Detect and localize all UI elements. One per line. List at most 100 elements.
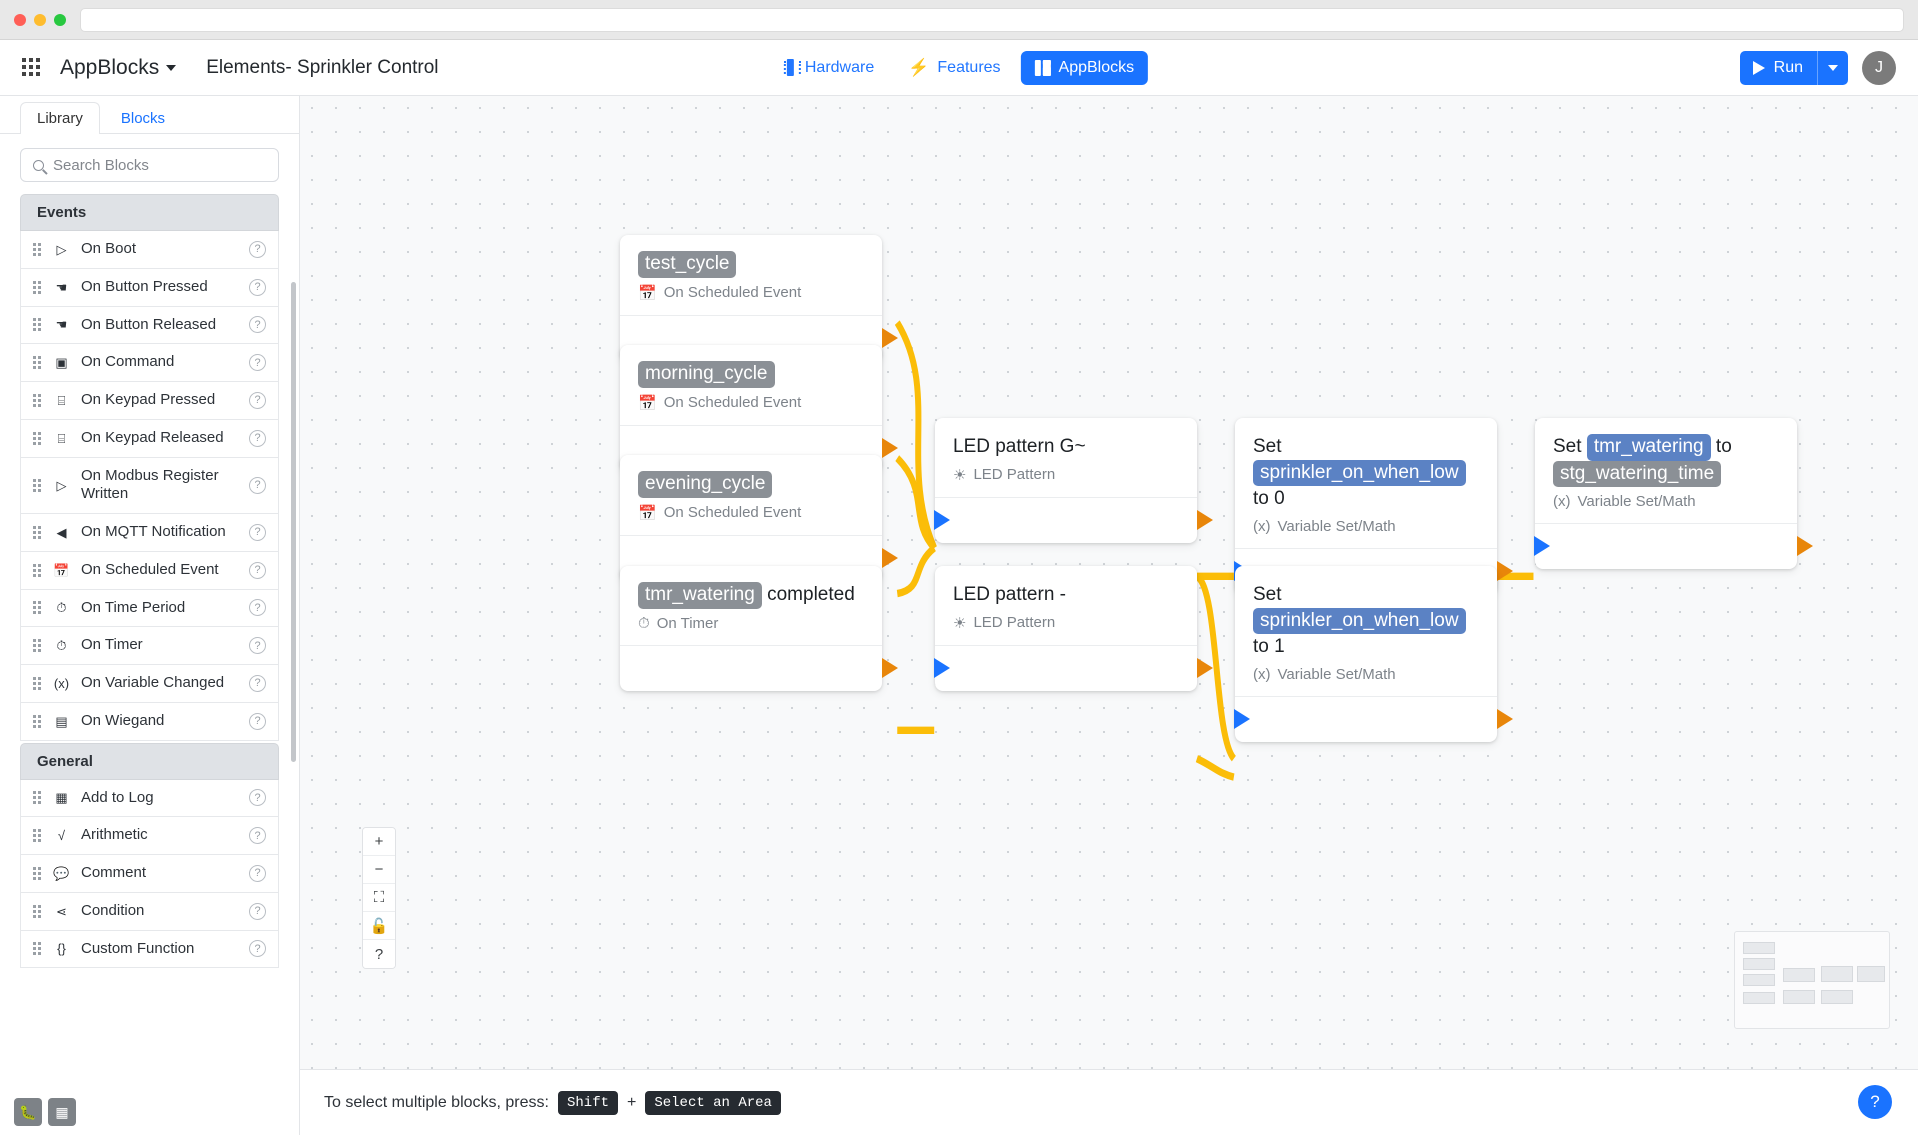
drag-handle-icon[interactable] [33, 318, 42, 332]
tab-hardware[interactable]: Hardware [770, 51, 888, 85]
library-block-on-button-released[interactable]: ☚On Button Released? [20, 306, 279, 345]
node-output-port[interactable] [882, 437, 898, 458]
library-block-on-mqtt-notification[interactable]: ◀On MQTT Notification? [20, 514, 279, 552]
drag-handle-icon[interactable] [33, 829, 42, 843]
canvas-node-n4[interactable]: tmr_watering completed⏱On Timer [620, 566, 898, 691]
library-block-comment[interactable]: 💬Comment? [20, 855, 279, 893]
library-block-on-scheduled-event[interactable]: 📅On Scheduled Event? [20, 551, 279, 590]
help-icon[interactable]: ? [249, 316, 266, 334]
zoom-out-button[interactable]: − [363, 856, 395, 884]
help-icon[interactable]: ? [249, 391, 266, 409]
library-block-add-to-log[interactable]: ▦Add to Log? [20, 779, 279, 818]
search-input[interactable] [53, 156, 266, 174]
drag-handle-icon[interactable] [33, 393, 42, 407]
canvas-node-n2[interactable]: morning_cycle📅On Scheduled Event [620, 345, 898, 471]
node-output-port[interactable] [1197, 657, 1213, 678]
drag-handle-icon[interactable] [33, 791, 42, 805]
minimize-window-button[interactable] [34, 13, 46, 26]
minimap[interactable] [1734, 931, 1890, 1029]
fit-screen-button[interactable]: ⛶ [363, 884, 395, 912]
library-block-on-wiegand[interactable]: ▤On Wiegand? [20, 702, 279, 741]
node-variable-chip-2[interactable]: stg_watering_time [1553, 460, 1722, 488]
drag-handle-icon[interactable] [33, 904, 42, 918]
help-icon[interactable]: ? [249, 429, 266, 447]
library-block-on-modbus-register-written[interactable]: ▷On Modbus Register Written? [20, 457, 279, 514]
help-fab-button[interactable]: ? [1858, 1085, 1892, 1119]
library-block-condition[interactable]: ⋖Condition? [20, 892, 279, 931]
node-output-port[interactable] [1497, 560, 1513, 581]
help-icon[interactable]: ? [249, 561, 266, 579]
help-icon[interactable]: ? [249, 354, 266, 372]
maximize-window-button[interactable] [54, 13, 66, 26]
tab-appblocks[interactable]: AppBlocks [1020, 50, 1149, 85]
node-output-port[interactable] [882, 327, 898, 348]
node-variable-chip[interactable]: tmr_watering [638, 582, 762, 609]
node-input-port[interactable] [934, 509, 950, 530]
node-variable-chip[interactable]: sprinkler_on_when_low [1253, 607, 1466, 635]
drag-handle-icon[interactable] [33, 356, 42, 370]
device-panel-icon[interactable]: ▦ [48, 1098, 76, 1126]
node-variable-chip[interactable]: morning_cycle [638, 361, 775, 388]
drag-handle-icon[interactable] [33, 242, 42, 256]
drag-handle-icon[interactable] [33, 280, 42, 294]
help-icon[interactable]: ? [249, 789, 266, 807]
close-window-button[interactable] [14, 13, 26, 26]
help-icon[interactable]: ? [249, 674, 266, 692]
node-output-port[interactable] [882, 547, 898, 568]
drag-handle-icon[interactable] [33, 525, 42, 539]
canvas-node-n3[interactable]: evening_cycle📅On Scheduled Event [620, 455, 898, 581]
canvas-node-n9[interactable]: Set sprinkler_on_when_low to 1(x)Variabl… [1234, 566, 1513, 742]
canvas-node-n7[interactable]: Set sprinkler_on_when_low to 0(x)Variabl… [1234, 418, 1513, 594]
library-block-on-command[interactable]: ▣On Command? [20, 344, 279, 382]
run-dropdown-button[interactable] [1817, 50, 1848, 85]
node-output-port[interactable] [1797, 536, 1813, 557]
drag-handle-icon[interactable] [33, 431, 42, 445]
sidebar-scrollbar[interactable] [291, 282, 296, 762]
library-block-on-keypad-released[interactable]: ⌸On Keypad Released? [20, 419, 279, 458]
help-icon[interactable]: ? [249, 240, 266, 258]
library-list[interactable]: Events▷On Boot?☚On Button Pressed?☚On Bu… [0, 192, 299, 1089]
canvas-node-n6[interactable]: LED pattern -☀LED Pattern [934, 566, 1213, 691]
drag-handle-icon[interactable] [33, 676, 42, 690]
library-block-on-time-period[interactable]: ⏱On Time Period? [20, 589, 279, 628]
browser-url-bar[interactable] [80, 7, 1904, 32]
drag-handle-icon[interactable] [33, 478, 42, 492]
drag-handle-icon[interactable] [33, 714, 42, 728]
canvas-help-button[interactable]: ? [363, 940, 395, 968]
library-block-on-variable-changed[interactable]: (x)On Variable Changed? [20, 665, 279, 703]
apps-grid-icon[interactable] [22, 57, 42, 78]
drag-handle-icon[interactable] [33, 639, 42, 653]
node-variable-chip[interactable]: evening_cycle [638, 471, 773, 498]
drag-handle-icon[interactable] [33, 866, 42, 880]
help-icon[interactable]: ? [249, 599, 266, 617]
help-icon[interactable]: ? [249, 864, 266, 882]
help-icon[interactable]: ? [249, 712, 266, 730]
sidebar-tab-library[interactable]: Library [20, 102, 100, 134]
library-block-on-keypad-pressed[interactable]: ⌸On Keypad Pressed? [20, 382, 279, 420]
node-output-port[interactable] [1497, 708, 1513, 729]
drag-handle-icon[interactable] [33, 601, 42, 615]
help-icon[interactable]: ? [249, 902, 266, 920]
help-icon[interactable]: ? [249, 278, 266, 296]
debug-bug-icon[interactable]: 🐛 [14, 1098, 42, 1126]
run-button[interactable]: Run [1739, 50, 1848, 85]
library-block-on-button-pressed[interactable]: ☚On Button Pressed? [20, 268, 279, 307]
node-input-port[interactable] [934, 657, 950, 678]
lock-canvas-button[interactable]: 🔓 [363, 912, 395, 940]
node-variable-chip[interactable]: test_cycle [638, 251, 737, 278]
canvas-node-n1[interactable]: test_cycle📅On Scheduled Event [620, 235, 898, 361]
drag-handle-icon[interactable] [33, 942, 42, 956]
sidebar-tab-blocks[interactable]: Blocks [104, 102, 182, 134]
canvas-node-n5[interactable]: LED pattern G~☀LED Pattern [934, 418, 1213, 543]
avatar[interactable]: J [1862, 50, 1896, 85]
library-block-custom-function[interactable]: {}Custom Function? [20, 930, 279, 969]
node-variable-chip[interactable]: tmr_watering [1586, 434, 1711, 461]
node-output-port[interactable] [882, 657, 898, 678]
node-output-port[interactable] [1197, 509, 1213, 530]
library-block-on-timer[interactable]: ⏱On Timer? [20, 627, 279, 665]
run-button-main[interactable]: Run [1740, 59, 1817, 77]
drag-handle-icon[interactable] [33, 563, 42, 577]
help-icon[interactable]: ? [249, 940, 266, 958]
library-block-arithmetic[interactable]: √Arithmetic? [20, 817, 279, 855]
